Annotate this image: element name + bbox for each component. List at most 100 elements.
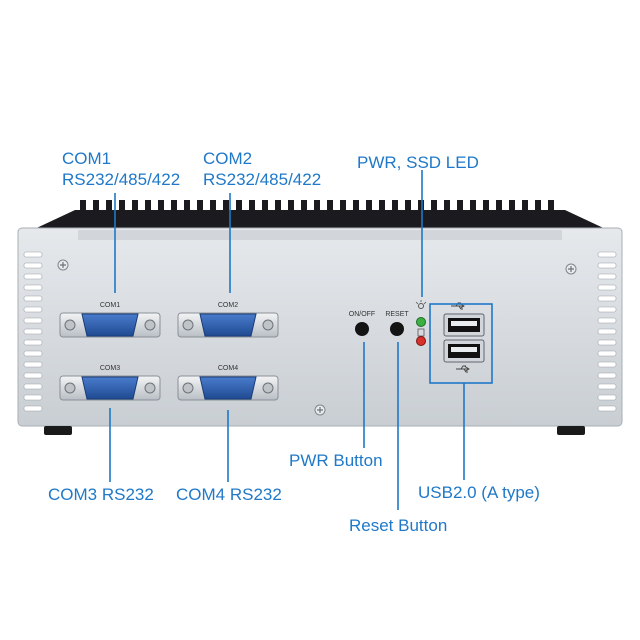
heatsink-fin — [171, 200, 177, 216]
vent-slot — [23, 339, 43, 346]
heatsink-fin — [548, 200, 554, 216]
heatsink-fin — [184, 200, 190, 216]
heatsink-fin — [470, 200, 476, 216]
vent-slot — [23, 295, 43, 302]
com3-callout: COM3 RS232 — [48, 485, 154, 504]
vent-slot — [597, 295, 617, 302]
heatsink-fin — [80, 200, 86, 216]
panel-label-com4: COM4 — [218, 365, 238, 372]
vent-slot — [597, 317, 617, 324]
vent-slot — [597, 405, 617, 412]
heatsink-fin — [262, 200, 268, 216]
ssd-led — [416, 336, 426, 346]
heatsink-fin — [210, 200, 216, 216]
heatsink-fin — [405, 200, 411, 216]
heatsink-fin — [314, 200, 320, 216]
heatsink-fin — [93, 200, 99, 216]
vent-slot — [23, 394, 43, 401]
heatsink-fin — [106, 200, 112, 216]
leader-lines — [109, 170, 465, 510]
com1-callout-sub: RS232/485/422 — [62, 170, 181, 189]
panel-label-onoff: ON/OFF — [349, 311, 375, 318]
usb-port-top[interactable] — [443, 313, 485, 337]
vent-slot — [23, 262, 43, 269]
heatsink-fin — [483, 200, 489, 216]
vent-slot — [597, 394, 617, 401]
rubber-foot — [557, 426, 585, 435]
usb-icon — [456, 365, 470, 373]
heatsink-fin — [457, 200, 463, 216]
vent-slot — [597, 251, 617, 258]
heatsink-fin — [145, 200, 151, 216]
vent-slot — [23, 372, 43, 379]
chassis-front-panel — [17, 227, 623, 427]
heatsink-fin — [275, 200, 281, 216]
vent-slot — [597, 328, 617, 335]
heatsink-fin — [444, 200, 450, 216]
vent-slot — [23, 317, 43, 324]
led-callout: PWR, SSD LED — [357, 153, 479, 172]
vent-slot — [23, 284, 43, 291]
com1-db9-port[interactable] — [59, 312, 161, 338]
com4-callout: COM4 RS232 — [176, 485, 282, 504]
usb-icon — [451, 302, 465, 310]
heatsink-fin — [288, 200, 294, 216]
heatsink-fin — [509, 200, 515, 216]
vent-slot — [597, 262, 617, 269]
heatsink-fins — [28, 200, 612, 232]
com2-db9-port[interactable] — [177, 312, 279, 338]
com1-callout-title: COM1 — [62, 149, 112, 168]
heatsink-fin — [132, 200, 138, 216]
heatsink-fin — [340, 200, 346, 216]
vent-slot — [597, 361, 617, 368]
heatsink-fin — [197, 200, 203, 216]
vent-slot — [597, 350, 617, 357]
reset-button[interactable] — [390, 322, 404, 336]
heatsink-fin — [392, 200, 398, 216]
vent-slot — [597, 306, 617, 313]
rubber-foot — [44, 426, 72, 435]
heatsink-fin — [366, 200, 372, 216]
heatsink-fin — [418, 200, 424, 216]
power-button[interactable] — [355, 322, 369, 336]
panel-label-reset: RESET — [385, 311, 409, 318]
heatsink-fin — [535, 200, 541, 216]
heatsink-fin — [301, 200, 307, 216]
vent-slot — [597, 339, 617, 346]
vent-slot — [23, 273, 43, 280]
com3-db9-port[interactable] — [59, 375, 161, 401]
usb-port-bottom[interactable] — [443, 339, 485, 363]
usb-callout: USB2.0 (A type) — [418, 483, 540, 502]
vent-slot — [23, 405, 43, 412]
power-led — [416, 317, 426, 327]
vent-slot — [23, 350, 43, 357]
heatsink-fin — [158, 200, 164, 216]
heatsink-fin — [353, 200, 359, 216]
panel-label-com1: COM1 — [100, 302, 120, 309]
com2-callout-sub: RS232/485/422 — [203, 170, 322, 189]
vent-slot — [597, 383, 617, 390]
heatsink-fin — [522, 200, 528, 216]
vent-slot — [597, 273, 617, 280]
vent-slot — [23, 361, 43, 368]
led-bulb-icon — [415, 300, 427, 309]
reset-button-callout: Reset Button — [349, 516, 448, 535]
panel-label-com2: COM2 — [218, 302, 238, 309]
heatsink-fin — [249, 200, 255, 216]
heatsink-fin — [327, 200, 333, 216]
vent-slot — [23, 306, 43, 313]
com2-callout-title: COM2 — [203, 149, 253, 168]
panel-label-com3: COM3 — [100, 365, 120, 372]
vent-slot — [23, 383, 43, 390]
heatsink-fin — [496, 200, 502, 216]
heatsink-fin — [223, 200, 229, 216]
panel-screw — [565, 263, 577, 275]
com4-db9-port[interactable] — [177, 375, 279, 401]
vent-slot — [23, 251, 43, 258]
vent-slot — [23, 328, 43, 335]
heatsink-fin — [431, 200, 437, 216]
vent-slot — [597, 372, 617, 379]
panel-screw — [314, 404, 326, 416]
vent-slot — [597, 284, 617, 291]
